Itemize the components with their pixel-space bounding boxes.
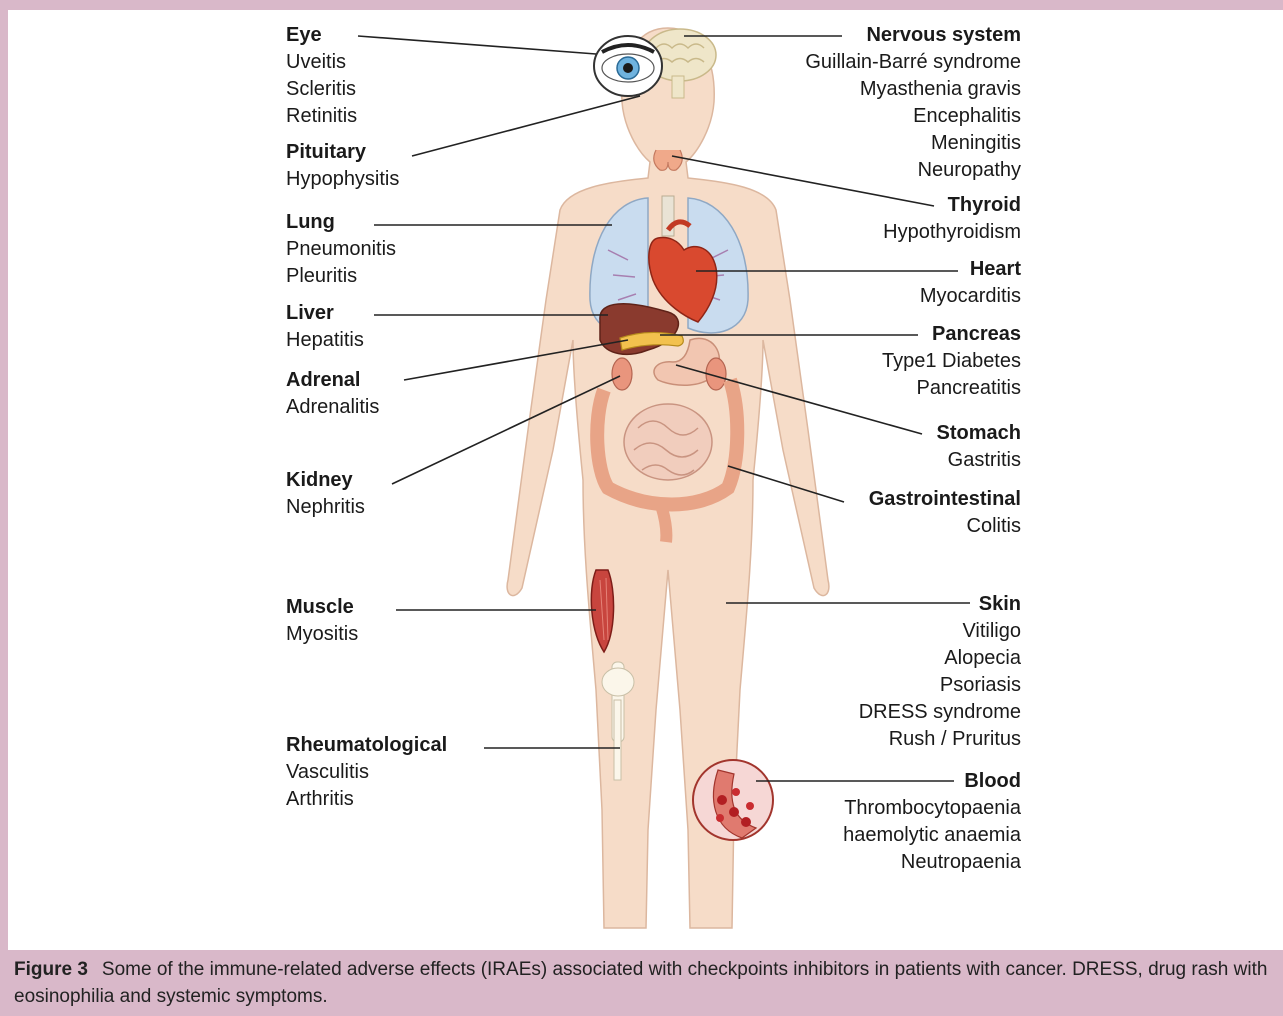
- label-group-skin: Skin Vitiligo Alopecia Psoriasis DRESS s…: [859, 591, 1021, 753]
- heading-kidney: Kidney: [286, 467, 365, 494]
- label-group-rheumatological: Rheumatological Vasculitis Arthritis: [286, 732, 447, 813]
- figure-label: Figure 3: [14, 959, 88, 980]
- heading-gastrointestinal: Gastrointestinal: [869, 486, 1021, 513]
- label-group-liver: Liver Hepatitis: [286, 300, 364, 354]
- item-pleuritis: Pleuritis: [286, 263, 396, 290]
- label-group-pituitary: Pituitary Hypophysitis: [286, 139, 399, 193]
- eye-illustration: [594, 36, 662, 96]
- heading-rheumatological: Rheumatological: [286, 732, 447, 759]
- label-group-heart: Heart Myocarditis: [920, 256, 1021, 310]
- label-group-muscle: Muscle Myositis: [286, 594, 358, 648]
- item-myasthenia-gravis: Myasthenia gravis: [805, 76, 1021, 103]
- heading-blood: Blood: [843, 768, 1021, 795]
- item-neutropaenia: Neutropaenia: [843, 849, 1021, 876]
- item-alopecia: Alopecia: [859, 645, 1021, 672]
- heading-muscle: Muscle: [286, 594, 358, 621]
- item-meningitis: Meningitis: [805, 130, 1021, 157]
- item-hepatitis: Hepatitis: [286, 327, 364, 354]
- label-group-adrenal: Adrenal Adrenalitis: [286, 367, 379, 421]
- item-psoriasis: Psoriasis: [859, 672, 1021, 699]
- item-hypophysitis: Hypophysitis: [286, 166, 399, 193]
- heading-skin: Skin: [859, 591, 1021, 618]
- label-group-pancreas: Pancreas Type1 Diabetes Pancreatitis: [882, 321, 1021, 402]
- item-myocarditis: Myocarditis: [920, 283, 1021, 310]
- item-gastritis: Gastritis: [937, 447, 1021, 474]
- heading-thyroid: Thyroid: [883, 192, 1021, 219]
- heading-pituitary: Pituitary: [286, 139, 399, 166]
- pituitary-leader-line: [412, 96, 640, 156]
- item-pneumonitis: Pneumonitis: [286, 236, 396, 263]
- label-group-eye: Eye Uveitis Scleritis Retinitis: [286, 22, 357, 130]
- item-rush-pruritus: Rush / Pruritus: [859, 726, 1021, 753]
- caption-text: Some of the immune-related adverse effec…: [14, 959, 1267, 1007]
- figure-panel: Eye Uveitis Scleritis Retinitis Pituitar…: [8, 10, 1283, 950]
- heading-stomach: Stomach: [937, 420, 1021, 447]
- eye-leader-line: [358, 36, 596, 54]
- label-group-gastrointestinal: Gastrointestinal Colitis: [869, 486, 1021, 540]
- human-body-illustration: [8, 10, 1283, 950]
- label-group-nervous-system: Nervous system Guillain-Barré syndrome M…: [805, 22, 1021, 184]
- item-encephalitis: Encephalitis: [805, 103, 1021, 130]
- label-group-blood: Blood Thrombocytopaenia haemolytic anaem…: [843, 768, 1021, 876]
- item-neuropathy: Neuropathy: [805, 157, 1021, 184]
- heading-adrenal: Adrenal: [286, 367, 379, 394]
- item-vasculitis: Vasculitis: [286, 759, 447, 786]
- heading-liver: Liver: [286, 300, 364, 327]
- heading-heart: Heart: [920, 256, 1021, 283]
- item-vitiligo: Vitiligo: [859, 618, 1021, 645]
- heading-nervous-system: Nervous system: [805, 22, 1021, 49]
- heading-pancreas: Pancreas: [882, 321, 1021, 348]
- item-scleritis: Scleritis: [286, 76, 357, 103]
- item-type1-diabetes: Type1 Diabetes: [882, 348, 1021, 375]
- item-pancreatitis: Pancreatitis: [882, 375, 1021, 402]
- heading-lung: Lung: [286, 209, 396, 236]
- label-group-stomach: Stomach Gastritis: [937, 420, 1021, 474]
- label-group-thyroid: Thyroid Hypothyroidism: [883, 192, 1021, 246]
- item-haemolytic-anaemia: haemolytic anaemia: [843, 822, 1021, 849]
- item-myositis: Myositis: [286, 621, 358, 648]
- label-group-kidney: Kidney Nephritis: [286, 467, 365, 521]
- item-hypothyroidism: Hypothyroidism: [883, 219, 1021, 246]
- item-colitis: Colitis: [869, 513, 1021, 540]
- label-group-lung: Lung Pneumonitis Pleuritis: [286, 209, 396, 290]
- blood-vessel-illustration: [693, 760, 773, 840]
- item-retinitis: Retinitis: [286, 103, 357, 130]
- item-nephritis: Nephritis: [286, 494, 365, 521]
- item-dress-syndrome: DRESS syndrome: [859, 699, 1021, 726]
- item-uveitis: Uveitis: [286, 49, 357, 76]
- item-adrenalitis: Adrenalitis: [286, 394, 379, 421]
- item-arthritis: Arthritis: [286, 786, 447, 813]
- item-guillain-barre: Guillain-Barré syndrome: [805, 49, 1021, 76]
- heading-eye: Eye: [286, 22, 357, 49]
- item-thrombocytopaenia: Thrombocytopaenia: [843, 795, 1021, 822]
